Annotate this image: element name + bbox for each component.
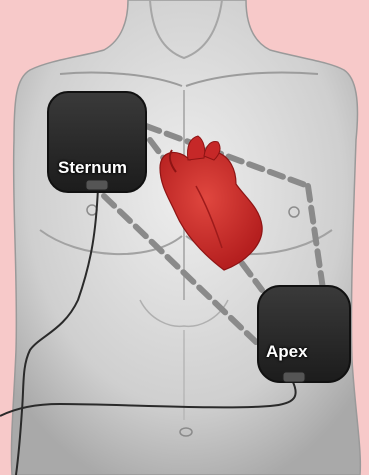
apex-pad [258, 286, 350, 382]
sternum-pad-connector [86, 180, 108, 190]
apex-label: Apex [266, 342, 308, 362]
sternum-label: Sternum [58, 158, 127, 178]
apex-pad-connector [283, 372, 305, 382]
